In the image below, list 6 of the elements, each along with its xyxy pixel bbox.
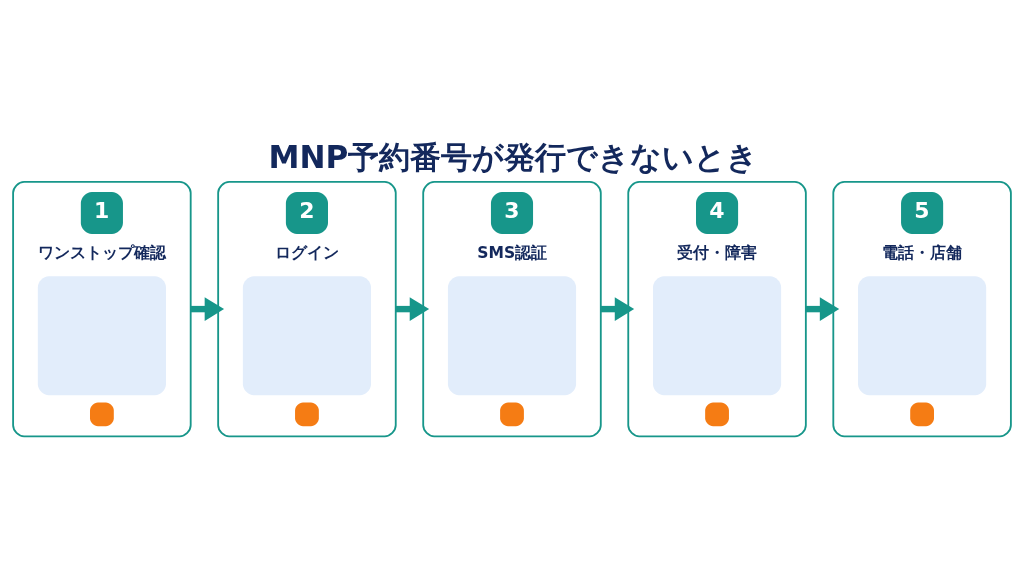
diagram-title: MNP予約番号が発行できないとき xyxy=(268,138,759,175)
node-box: 5 電話・店舗 xyxy=(832,180,1012,437)
node-box: 1 ワンストップ確認 xyxy=(12,180,192,437)
node-box: 3 SMS認証 xyxy=(422,180,602,437)
node-box: 4 受付・障害 xyxy=(627,180,807,437)
node-box: 2 ログイン xyxy=(217,180,397,437)
